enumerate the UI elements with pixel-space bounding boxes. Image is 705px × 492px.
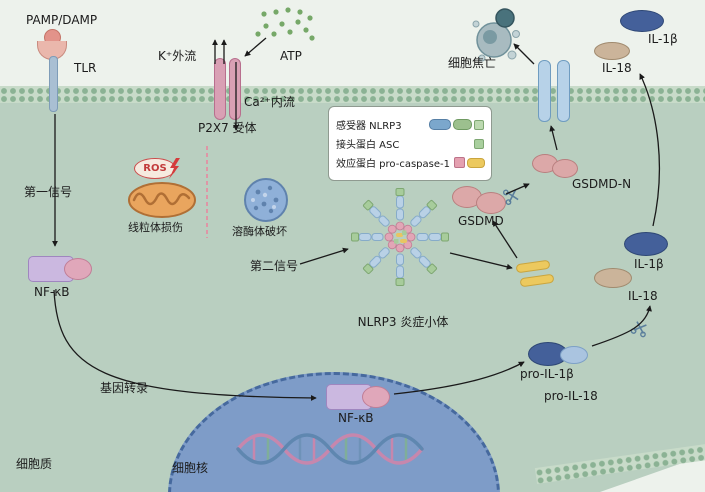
arrow-signal2 [299,247,349,265]
pyroptosis-label: 细胞焦亡 [448,56,497,70]
il1b-secreted-label: IL-1β [648,32,678,46]
asc-swatch [474,138,484,149]
nfkb-cyto-label: NF-κB [34,285,70,299]
legend-row-asc: 接头蛋白 ASC [336,136,484,151]
gsdmd-blob-2 [476,192,506,214]
nfkb-complex-ellipse [64,258,92,280]
legend-shapes-nlrp3 [429,119,484,130]
p2x7-channel-right [229,58,241,120]
il1b-mature-label: IL-1β [634,257,664,271]
atp-label: ATP [280,49,302,63]
procaspase1-card-swatch [453,157,465,168]
caspase1-fragment-1 [515,259,551,274]
inflammasome-label: NLRP3 炎症小体 [357,315,449,329]
cell-membrane [0,86,705,103]
k-efflux-label: K⁺外流 [158,49,197,63]
caspase1-fragment-2 [519,273,555,288]
cytoplasm-label: 细胞质 [16,457,53,471]
p2x7-label: P2X7 受体 [198,121,257,135]
mitochondrion [128,182,196,218]
legend-shapes-procaspase1 [453,157,485,168]
legend-box: 感受器 NLRP3 接头蛋白 ASC 效应蛋白 pro-caspase-1 [328,106,492,181]
signal2-label: 第二信号 [250,259,299,273]
gsdmd-n-blob-2 [552,159,578,178]
il18-secreted [594,42,630,60]
nfkb-nuclear-ellipse [362,386,390,408]
extracellular-zone [0,0,705,86]
tlr-label: TLR [74,61,97,75]
dna-helix [236,433,424,465]
gsdmd-n-label: GSDMD-N [572,177,632,191]
arrow-inflammasome-to-caspase [449,252,513,270]
lysosome-rupture-label: 溶酶体破坏 [232,225,287,238]
gsdmd-label: GSDMD [458,214,504,228]
il18-mature [594,268,632,288]
legend-row-nlrp3: 感受器 NLRP3 [336,117,484,132]
scissors-icon [630,321,647,338]
signal1-label: 第一信号 [24,185,73,199]
il1b-secreted [620,10,664,32]
pro-il18-label: pro-IL-18 [544,389,598,403]
il1b-mature [624,232,668,256]
il18-secreted-label: IL-18 [602,61,632,75]
ros-label: ROS [143,162,167,174]
legend-label-nlrp3: 感受器 NLRP3 [336,121,402,132]
legend-label-asc: 接头蛋白 ASC [336,140,400,151]
legend-row-procaspase1: 效应蛋白 pro-caspase-1 [336,155,485,170]
gsdmd-pore-left [538,60,551,122]
tlr-receptor-stem [49,56,58,112]
pro-il1b-blob-light [560,346,588,364]
ros-bubble: ROS [134,158,176,179]
gsdmd-pore-right [557,60,570,122]
ca-influx-label: Ca²⁺内流 [244,95,295,109]
arrow-gsdmdn-to-pore [549,125,558,151]
legend-label-procaspase1: 效应蛋白 pro-caspase-1 [336,159,450,170]
atp-molecules [255,7,315,41]
nlrp3-pyd-swatch [474,119,484,130]
nfkb-nucleus-label: NF-κB [338,411,374,425]
scissors-icon [502,189,519,206]
procaspase1-domain-swatch [466,157,485,168]
nlrp3-inflammasome [351,188,449,286]
legend-shapes-asc [474,138,484,149]
lysosome [244,178,288,222]
nlrp3-blue-domain-swatch [429,119,451,130]
pamp-damp-label: PAMP/DAMP [26,13,98,27]
p2x7-channel-left [214,58,226,120]
mito-damage-label: 线粒体损伤 [128,221,183,234]
il18-mature-label: IL-18 [628,289,658,303]
nlrp3-green-domain-swatch [453,119,472,130]
nucleus-label: 细胞核 [172,461,209,475]
gene-transcription-label: 基因转录 [100,381,149,395]
pro-il1b-label: pro-IL-1β [520,367,574,381]
lightning-icon [169,158,180,179]
